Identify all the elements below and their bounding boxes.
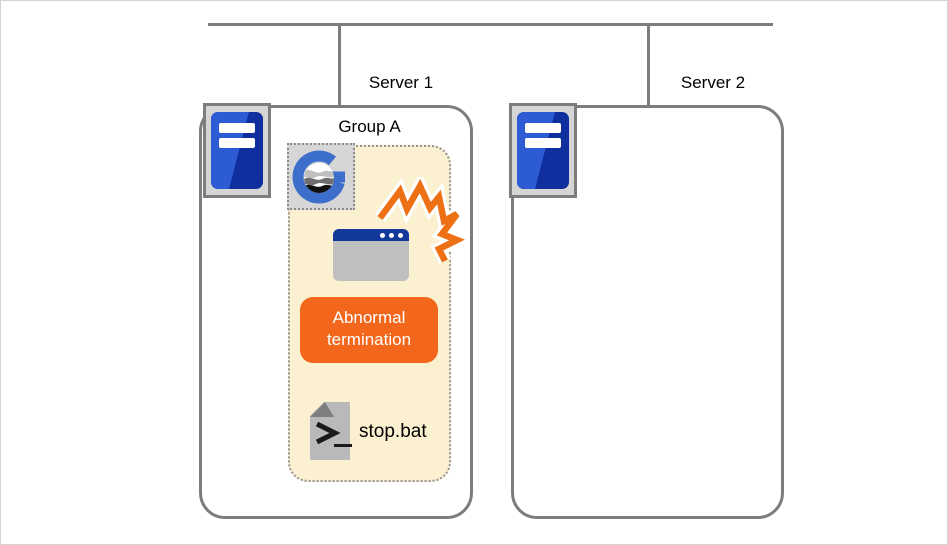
group-a-label: Group A [338,117,401,136]
server-tower-icon [203,103,271,198]
server-tower-icon [509,103,577,198]
server2-connector-line [647,24,650,106]
stop-bat-label: stop.bat [359,421,427,442]
g-app-logo-icon [287,143,355,210]
window-dot-icon [380,232,385,238]
abnormal-termination-badge: Abnormal termination [300,297,438,363]
network-bus-line [208,23,773,26]
server1-label: Server 1 [368,73,434,92]
crash-burst-icon [363,171,473,273]
window-dot-icon [398,232,403,238]
window-dot-icon [389,232,394,238]
server2-label: Server 2 [680,73,746,92]
batch-file-icon [307,399,357,463]
server1-connector-line [338,24,341,106]
window-titlebar [333,229,409,241]
application-window-icon [333,229,409,281]
